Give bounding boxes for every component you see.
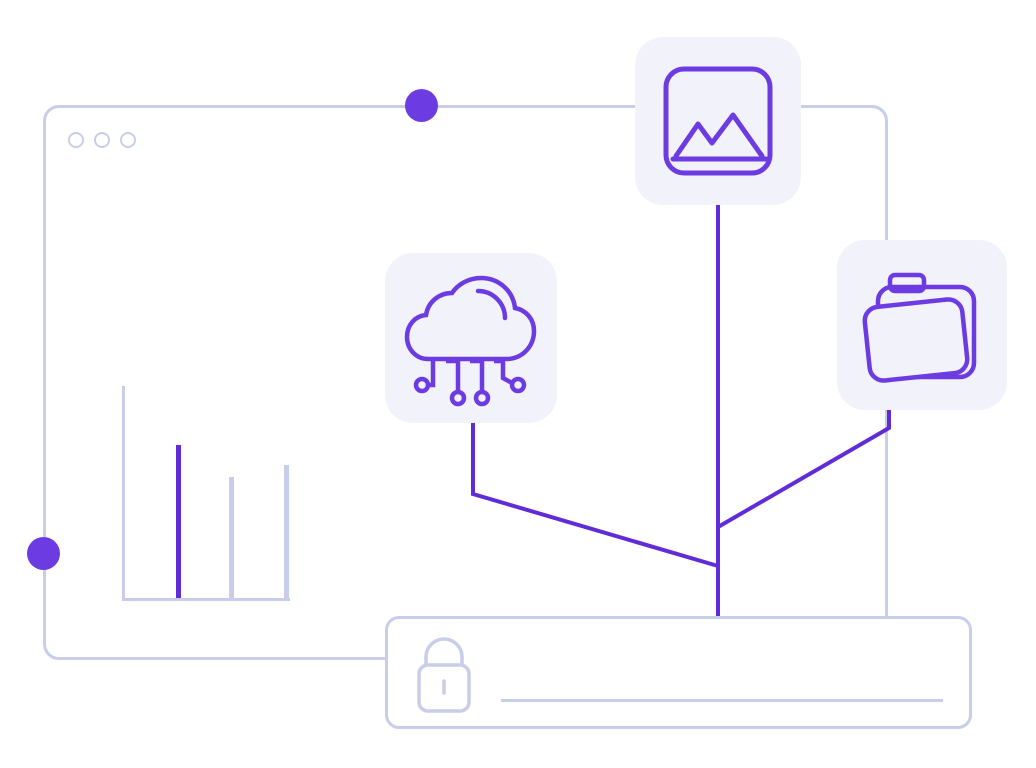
accent-dot-left — [27, 537, 60, 570]
folder-node — [837, 240, 1007, 410]
input-underline — [501, 699, 943, 702]
chart-bar — [284, 465, 289, 598]
image-icon — [663, 66, 773, 176]
window-control-dot — [120, 132, 136, 148]
lock-icon — [417, 637, 471, 713]
folder-icon — [862, 272, 977, 383]
password-input-bar — [385, 616, 972, 729]
window-control-dot — [94, 132, 110, 148]
accent-dot-top — [405, 89, 438, 122]
chart-bar — [229, 477, 234, 598]
chart-bar — [176, 445, 181, 598]
window-controls — [68, 132, 136, 148]
window-control-dot — [68, 132, 84, 148]
bar-chart-bars — [122, 386, 290, 601]
image-node — [635, 37, 801, 205]
bar-chart — [122, 386, 290, 601]
cloud-computing-icon — [404, 275, 537, 407]
cloud-node — [385, 253, 557, 423]
chart-x-axis — [122, 598, 290, 601]
chart-y-axis — [122, 386, 125, 601]
